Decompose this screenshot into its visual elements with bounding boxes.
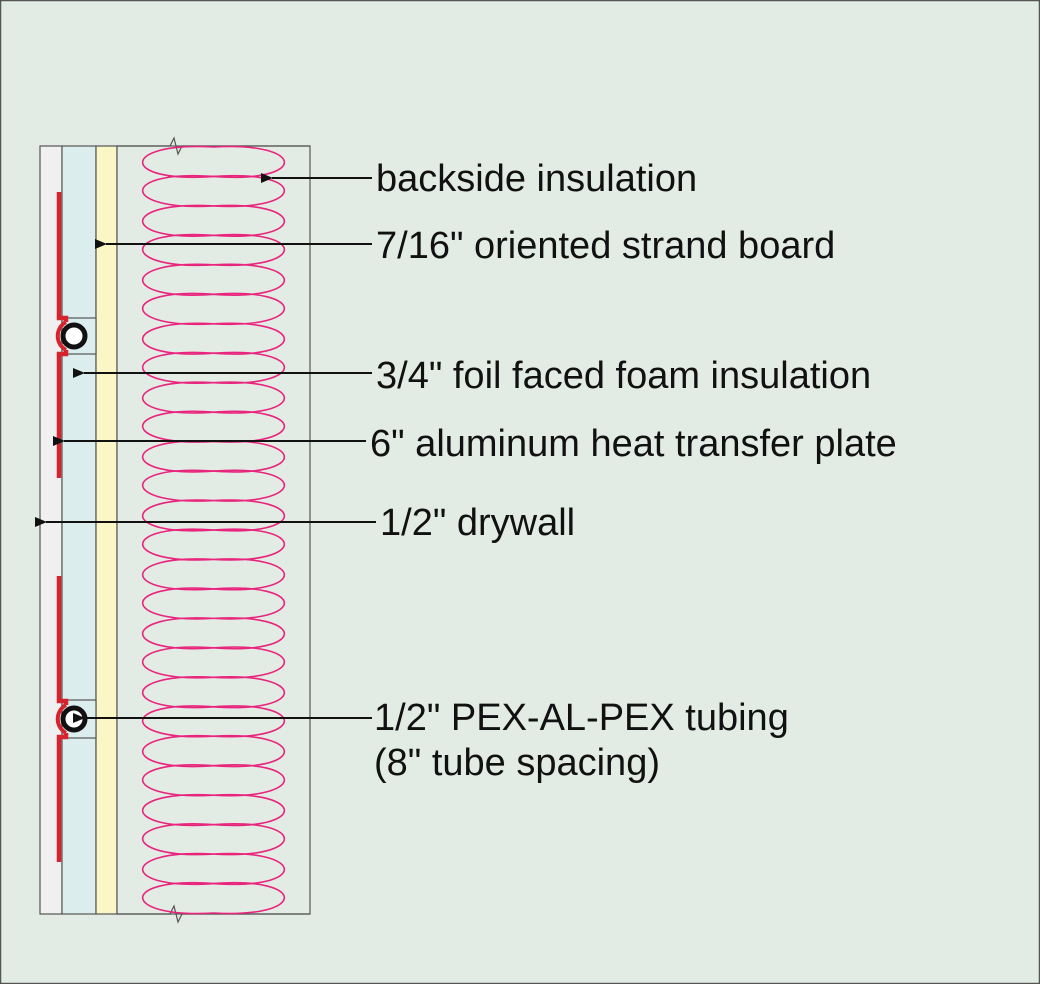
plate-wrap-upper (55, 320, 68, 352)
label-drywall: 1/2" drywall (380, 502, 575, 544)
label-foam-insulation: 3/4" foil faced foam insulation (376, 355, 871, 397)
insulation-loops (141, 145, 286, 915)
heat-plate-2 (56, 350, 69, 478)
label-tubing-line1: 1/2" PEX-AL-PEX tubing (374, 697, 789, 739)
pex-tube-upper (60, 322, 88, 350)
pex-tube-lower (60, 705, 88, 733)
plate-wrap-lower (55, 703, 68, 735)
label-backside-insulation: backside insulation (376, 158, 697, 200)
insulation-loop-path-b (141, 145, 286, 915)
label-tubing-line2: (8" tube spacing) (374, 742, 660, 784)
osb-layer (95, 145, 118, 915)
label-osb: 7/16" oriented strand board (376, 225, 835, 267)
label-heat-plate: 6" aluminum heat transfer plate (370, 423, 897, 465)
heat-plate-4 (56, 733, 69, 862)
heat-plate-3 (56, 576, 69, 705)
foam-insulation-layer (61, 145, 97, 915)
heat-plate-1 (56, 192, 69, 322)
